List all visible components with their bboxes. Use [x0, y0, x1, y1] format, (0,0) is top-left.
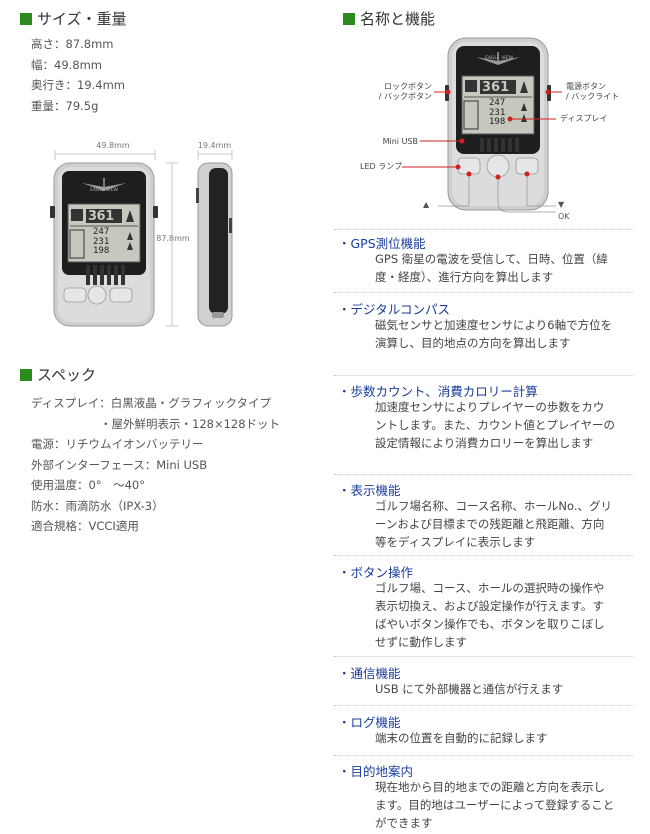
feature-title: ・GPS測位機能: [338, 236, 426, 251]
divider: [334, 656, 634, 657]
lcd-reading: 231: [489, 107, 506, 118]
feature-body: GPS 衛星の電波を受信して、日時、位置（緯度・経度）、進行方向を算出します: [375, 252, 608, 284]
feature-title: ・デジタルコンパス: [338, 302, 451, 317]
divider: [334, 555, 634, 556]
divider: [334, 755, 634, 756]
feature-body: 現在地から目的地までの距離と方向を表示します。目的地はユーザーによって登録するこ…: [375, 780, 615, 830]
size-weight: 重量：79.5g: [31, 98, 99, 113]
lock-button-label: ロックボタン / バックボタン: [378, 82, 432, 101]
lcd-reading: 198: [489, 117, 506, 127]
device-parts-diagram: [402, 37, 562, 213]
up-arrow-icon: ▲: [423, 200, 430, 209]
spec-line: ・屋外鮮明表示・128×128ドット: [31, 416, 281, 431]
height-dimension-label: 87.8mm: [156, 234, 190, 243]
lcd-reading: 247: [489, 98, 506, 108]
spec-line: 外部インターフェース：Mini USB: [31, 457, 208, 472]
size-list: 高さ：87.8mm 幅：49.8mm 奥行き：19.4mm 重量：79.5g: [31, 34, 125, 116]
heading-marker: [20, 12, 32, 25]
divider: [334, 292, 634, 293]
spec-list: ディスプレイ：白黒液晶・グラフィックタイプ ・屋外鮮明表示・128×128ドット…: [31, 393, 280, 537]
divider: [334, 375, 634, 376]
size-heading: サイズ・重量: [20, 8, 127, 29]
spec-line: 適合規格：VCCI適用: [31, 519, 139, 533]
feature-body: ゴルフ場名称、コース名称、ホールNo.、グリーンおよび目標までの残距離と飛距離、…: [375, 499, 613, 549]
divider: [334, 229, 634, 230]
device-dimension-illustration: [50, 150, 233, 327]
names-heading: 名称と機能: [343, 8, 435, 29]
power-button-label: 電源ボタン / バックライト: [566, 82, 620, 101]
feature-body: 加速度センサによりプレイヤーの歩数をカウントします。また、カウント値とプレイヤー…: [375, 400, 616, 450]
spec-line: ディスプレイ：白黒液晶・グラフィックタイプ: [31, 396, 272, 410]
size-width: 幅：49.8mm: [31, 57, 103, 72]
feature-title: ・通信機能: [338, 666, 401, 681]
width-dimension-label: 49.8mm: [96, 141, 130, 150]
lcd-reading: 247: [93, 227, 110, 237]
divider: [334, 474, 634, 475]
spec-line: 電源：リチウムイオンバッテリー: [31, 437, 204, 451]
feature-body: ゴルフ場、コース、ホールの選択時の操作や表示切換え、および設定操作が行えます。す…: [375, 581, 605, 649]
heading-marker: [343, 12, 355, 25]
size-height: 高さ：87.8mm: [31, 37, 114, 51]
divider: [334, 705, 634, 706]
lcd-main-reading: 361: [88, 209, 114, 224]
ok-label: OK: [558, 212, 570, 221]
lcd-readings: 247 231 198: [489, 98, 506, 128]
lcd-main-reading: 361: [482, 80, 510, 95]
feature-title: ・目的地案内: [338, 764, 414, 779]
feature-body: 磁気センサと加速度センサにより6軸で方位を演算し、目的地点の方向を算出します: [375, 318, 613, 350]
spec-line: 使用温度：0° 〜40°: [31, 478, 145, 492]
lcd-readings: 247 231 198: [93, 227, 110, 257]
feature-title: ・歩数カウント、消費カロリー計算: [338, 384, 538, 399]
feature-title: ・ボタン操作: [338, 565, 414, 580]
feature-title: ・ログ機能: [338, 715, 401, 730]
lcd-reading: 231: [93, 236, 110, 247]
device-brand: EAGLE VIEW: [485, 56, 513, 61]
feature-body: USB にて外部機器と通信が行えます: [375, 682, 564, 696]
size-depth: 奥行き：19.4mm: [31, 78, 126, 92]
spec-line: 防水：雨滴防水（IPX-3）: [31, 498, 164, 513]
depth-dimension-label: 19.4mm: [197, 141, 232, 150]
heading-marker: [20, 368, 32, 381]
mini-usb-label: Mini USB: [382, 137, 418, 146]
down-arrow-icon: ▼: [558, 200, 565, 209]
feature-body: 端末の位置を自動的に記録します: [375, 731, 548, 745]
lcd-reading: 198: [93, 246, 110, 256]
spec-heading: スペック: [20, 364, 96, 385]
device-brand: EAGLE VIEW: [90, 188, 118, 193]
led-lamp-label: LED ランプ: [360, 162, 402, 171]
feature-title: ・表示機能: [338, 483, 401, 498]
display-label: ディスプレイ: [560, 114, 608, 123]
